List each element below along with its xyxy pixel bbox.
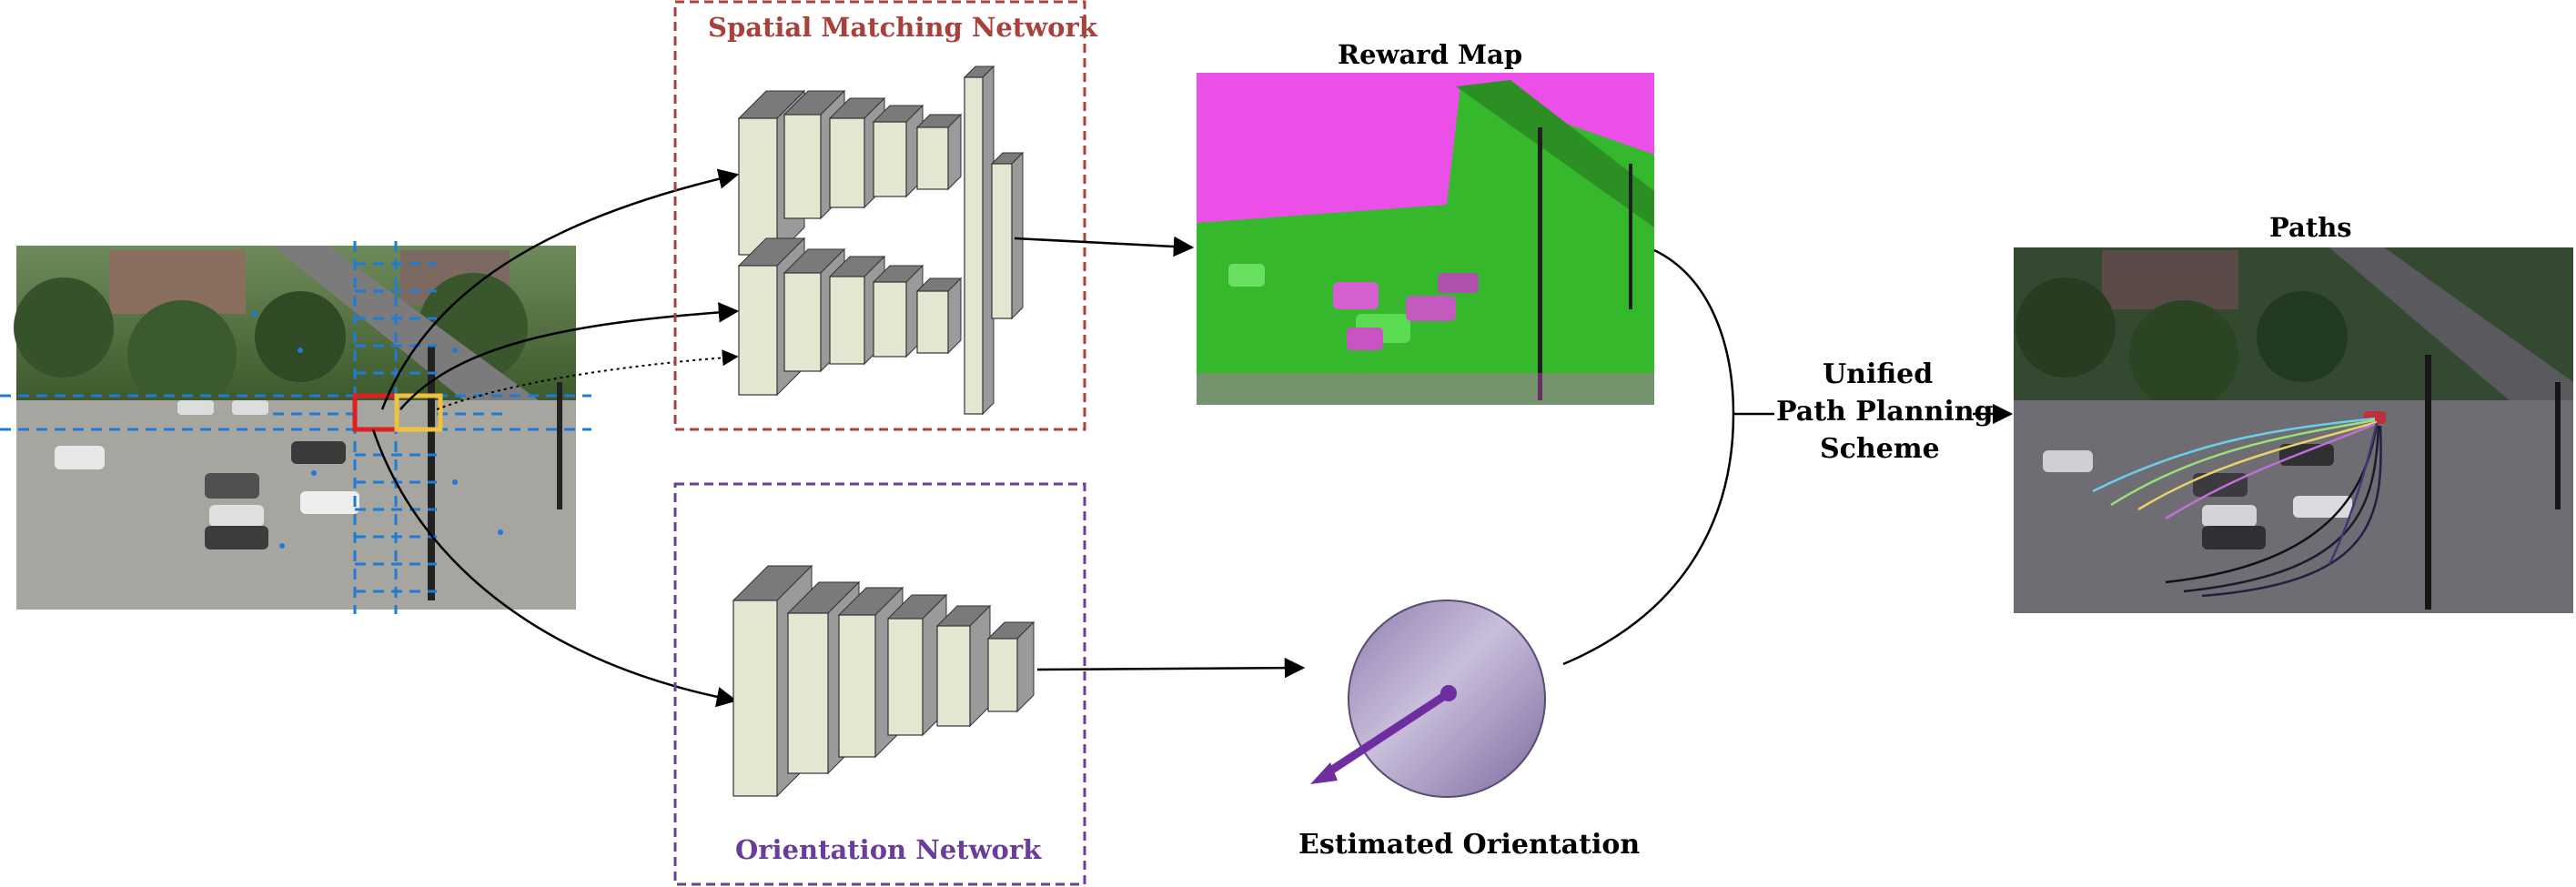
input-scene-image xyxy=(14,246,576,610)
conv-block xyxy=(915,113,963,191)
compass-dial-icon xyxy=(1310,600,1546,798)
orientation-stream xyxy=(732,564,1035,798)
conv-block xyxy=(915,277,963,355)
reward-map-title: Reward Map xyxy=(1338,39,1523,70)
spatial-lower-stream xyxy=(737,237,963,397)
orientation-network-title: Orientation Network xyxy=(735,834,1042,865)
estimated-orientation-caption: Estimated Orientation xyxy=(1298,829,1641,861)
conv-block xyxy=(986,620,1035,713)
unified-line-2: Path Planning xyxy=(1776,396,1994,428)
spatial-network-title: Spatial Matching Network xyxy=(708,12,1097,43)
spatial-upper-stream xyxy=(737,89,963,257)
reward-map-image xyxy=(1197,73,1654,405)
spatial-fusion-layers xyxy=(963,65,1025,416)
curve-reward-to-merge xyxy=(1653,248,1735,415)
arrow-input-to-spatial-top xyxy=(380,168,740,410)
spatial-matching-network-box xyxy=(673,0,1086,431)
conv-block xyxy=(872,264,924,358)
candidate-patch-yellow xyxy=(394,393,443,432)
arrow-input-to-spatial-dotted xyxy=(436,349,739,410)
paths-title: Paths xyxy=(2269,212,2352,243)
arrow-input-to-orientation xyxy=(371,428,738,708)
conv-block xyxy=(963,65,995,416)
arrow-input-to-spatial-bottom xyxy=(399,302,740,410)
grid-dots xyxy=(252,311,503,549)
conv-block xyxy=(990,151,1025,320)
unified-line-3: Scheme xyxy=(1820,433,1940,465)
paths-image xyxy=(2014,247,2573,613)
planned-paths xyxy=(2092,417,2382,598)
arrow-orientation-to-estimate xyxy=(1036,657,1306,679)
arrow-spatial-to-reward xyxy=(1014,236,1195,257)
unified-line-1: Unified xyxy=(1823,358,1934,390)
conv-block xyxy=(935,604,992,728)
orientation-network-box xyxy=(673,482,1086,886)
curve-orientation-to-merge xyxy=(1562,413,1735,666)
conv-block xyxy=(872,104,924,198)
